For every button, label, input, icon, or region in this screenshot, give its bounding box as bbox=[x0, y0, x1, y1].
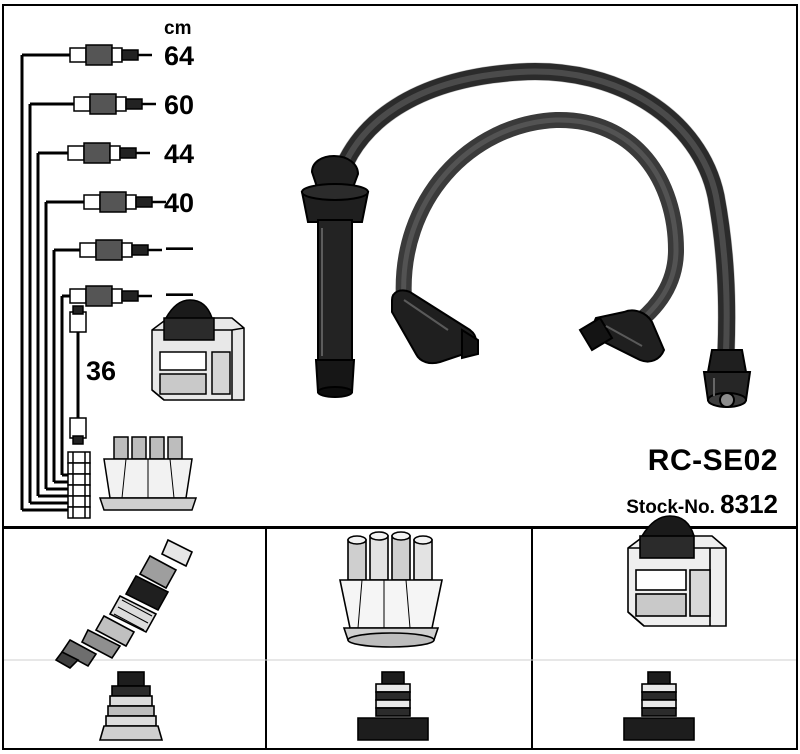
ht-lead-inner bbox=[395, 111, 685, 338]
terminal-icon-2 bbox=[623, 671, 695, 741]
cable-connectors bbox=[67, 44, 153, 307]
part-number: RC-SE02 bbox=[647, 444, 778, 477]
stock-label: Stock-No. bbox=[626, 497, 715, 518]
ht-lead-outer bbox=[327, 62, 736, 361]
extra-part-length: 36 bbox=[86, 356, 117, 386]
plug-boot-angled-1 bbox=[391, 289, 479, 365]
ignition-coil-icon-small bbox=[151, 299, 245, 401]
distributor-cap-icon bbox=[339, 531, 443, 648]
plug-boot-angled-2 bbox=[578, 309, 666, 363]
unit-label: cm bbox=[164, 18, 192, 39]
terminal-stack bbox=[67, 451, 91, 519]
short-lead-36 bbox=[69, 305, 87, 445]
stock-number-line: Stock-No. 8312 bbox=[626, 489, 778, 520]
cable-length-4: 40 bbox=[164, 188, 195, 218]
ignition-coil-icon bbox=[627, 515, 727, 627]
rubber-boot-icon bbox=[98, 671, 164, 741]
cable-length-2: 60 bbox=[164, 90, 195, 120]
terminal-icon bbox=[357, 671, 429, 741]
spark-plug-icon bbox=[54, 538, 194, 669]
coil-end-terminal bbox=[702, 349, 752, 408]
distributor-cap-icon-small bbox=[98, 436, 198, 511]
plug-boot-long bbox=[300, 154, 370, 398]
stock-number: 8312 bbox=[720, 489, 778, 519]
cable-length-6: — bbox=[166, 278, 193, 308]
cable-length-1: 64 bbox=[164, 41, 195, 71]
cable-length-5: — bbox=[166, 232, 193, 262]
cable-set-left bbox=[20, 53, 166, 512]
cable-length-3: 44 bbox=[164, 139, 195, 169]
